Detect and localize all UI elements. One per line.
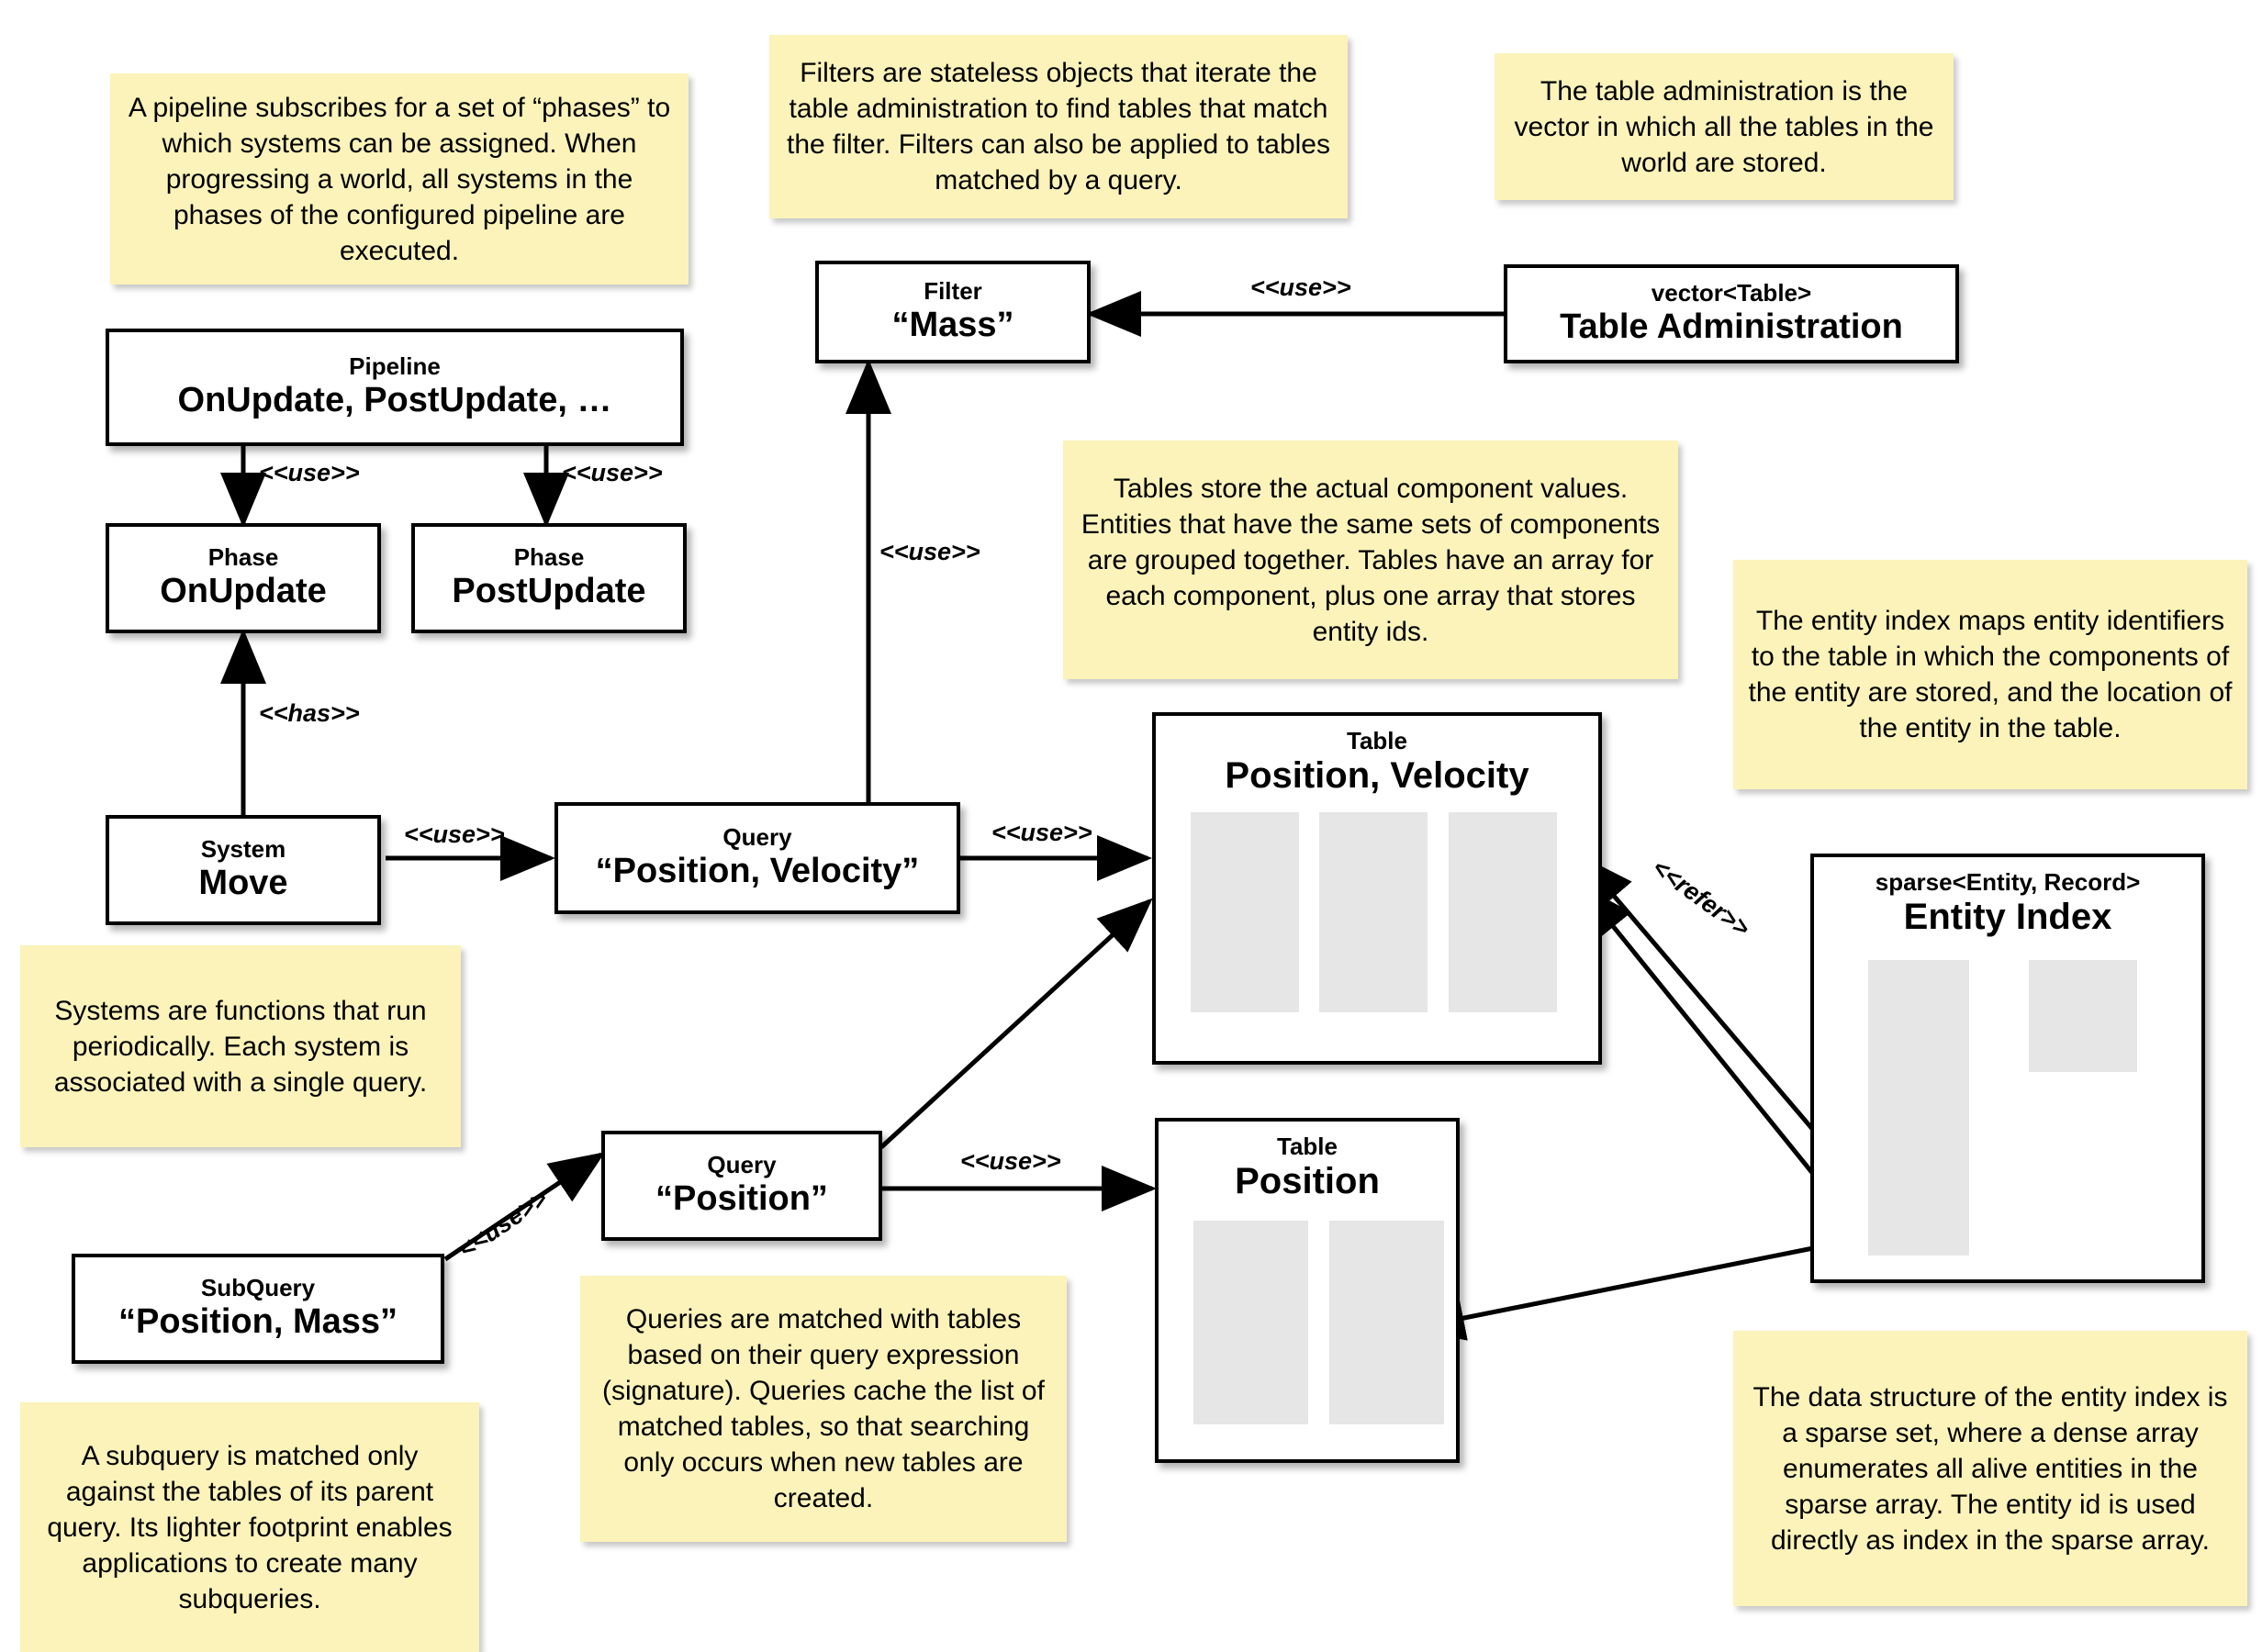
note-subquery: A subquery is matched only against the t… [20, 1402, 479, 1652]
box-table-position-stereotype: Table [1277, 1133, 1338, 1160]
box-query-position[interactable]: Query “Position” [601, 1131, 882, 1241]
box-system-move-title: Move [198, 863, 288, 902]
box-entity-index-title: Entity Index [1903, 897, 2112, 938]
note-entity-index: The entity index maps entity identifiers… [1733, 560, 2247, 789]
note-pipeline: A pipeline subscribes for a set of “phas… [110, 73, 689, 285]
edge-label-query-use-table: <<use>> [991, 819, 1092, 846]
box-table-position-title: Position [1235, 1161, 1380, 1202]
box-query-position-velocity-stereotype: Query [722, 823, 792, 852]
note-tables: Tables store the actual component values… [1063, 441, 1678, 679]
note-sparse-set: The data structure of the entity index i… [1733, 1331, 2247, 1606]
note-systems: Systems are functions that run periodica… [20, 945, 461, 1147]
box-table-position-velocity-title: Position, Velocity [1225, 755, 1529, 797]
box-table-administration-title: Table Administration [1560, 307, 1903, 346]
box-query-position-title: “Position” [655, 1178, 828, 1218]
box-filter-mass-stereotype: Filter [924, 277, 982, 306]
box-phase-postupdate-stereotype: Phase [513, 543, 585, 572]
box-table-administration[interactable]: vector<Table> Table Administration [1504, 264, 1959, 363]
box-table-administration-stereotype: vector<Table> [1651, 279, 1812, 307]
box-query-position-stereotype: Query [707, 1151, 777, 1179]
edge-label-index-refer-table: <<refer>> [1647, 854, 1755, 943]
table-position-velocity-array-2 [1449, 812, 1557, 1012]
box-pipeline-stereotype: Pipeline [349, 352, 441, 381]
note-queries: Queries are matched with tables based on… [580, 1276, 1067, 1542]
box-entity-index-stereotype: sparse<Entity, Record> [1875, 868, 2141, 896]
box-query-position-velocity-title: “Position, Velocity” [595, 851, 920, 890]
entity-index-sparse-array [1868, 960, 1969, 1256]
box-phase-onupdate[interactable]: Phase OnUpdate [106, 523, 381, 633]
entity-index-dense-array [2029, 960, 2137, 1072]
table-position-array-1 [1329, 1221, 1444, 1424]
box-pipeline[interactable]: Pipeline OnUpdate, PostUpdate, … [106, 329, 684, 446]
box-system-move-stereotype: System [200, 835, 286, 864]
table-position-velocity-array-1 [1319, 812, 1428, 1012]
note-filter: Filters are stateless objects that itera… [769, 35, 1348, 218]
box-subquery-position-mass[interactable]: SubQuery “Position, Mass” [72, 1254, 444, 1364]
edge-label-querypos-use-table: <<use>> [960, 1147, 1061, 1175]
edge-label-pipeline-onupdate: <<use>> [259, 459, 360, 486]
edge-label-move-use-query: <<use>> [404, 820, 505, 848]
table-position-velocity-array-0 [1191, 812, 1299, 1012]
edge-label-move-has-phase: <<has>> [259, 699, 360, 727]
box-pipeline-title: OnUpdate, PostUpdate, … [177, 380, 612, 419]
box-system-move[interactable]: System Move [106, 815, 381, 925]
box-phase-postupdate[interactable]: Phase PostUpdate [411, 523, 687, 633]
box-phase-onupdate-title: OnUpdate [160, 571, 327, 610]
box-filter-mass[interactable]: Filter “Mass” [815, 261, 1091, 363]
note-table-administration: The table administration is the vector i… [1495, 53, 1954, 200]
edge-label-admin-use-filter: <<use>> [1250, 273, 1351, 301]
box-subquery-stereotype: SubQuery [200, 1274, 316, 1302]
box-subquery-title: “Position, Mass” [118, 1301, 398, 1341]
table-position-array-0 [1193, 1221, 1308, 1424]
box-filter-mass-title: “Mass” [891, 305, 1014, 344]
edge-label-query-use-filter: <<use>> [879, 538, 980, 565]
box-phase-onupdate-stereotype: Phase [207, 543, 279, 572]
edge-label-pipeline-postupdate: <<use>> [562, 459, 663, 486]
box-table-position-velocity-stereotype: Table [1347, 727, 1407, 754]
box-query-position-velocity[interactable]: Query “Position, Velocity” [554, 802, 960, 914]
edge-label-subquery-use-query: <<use>> [454, 1184, 553, 1264]
box-phase-postupdate-title: PostUpdate [452, 571, 646, 610]
